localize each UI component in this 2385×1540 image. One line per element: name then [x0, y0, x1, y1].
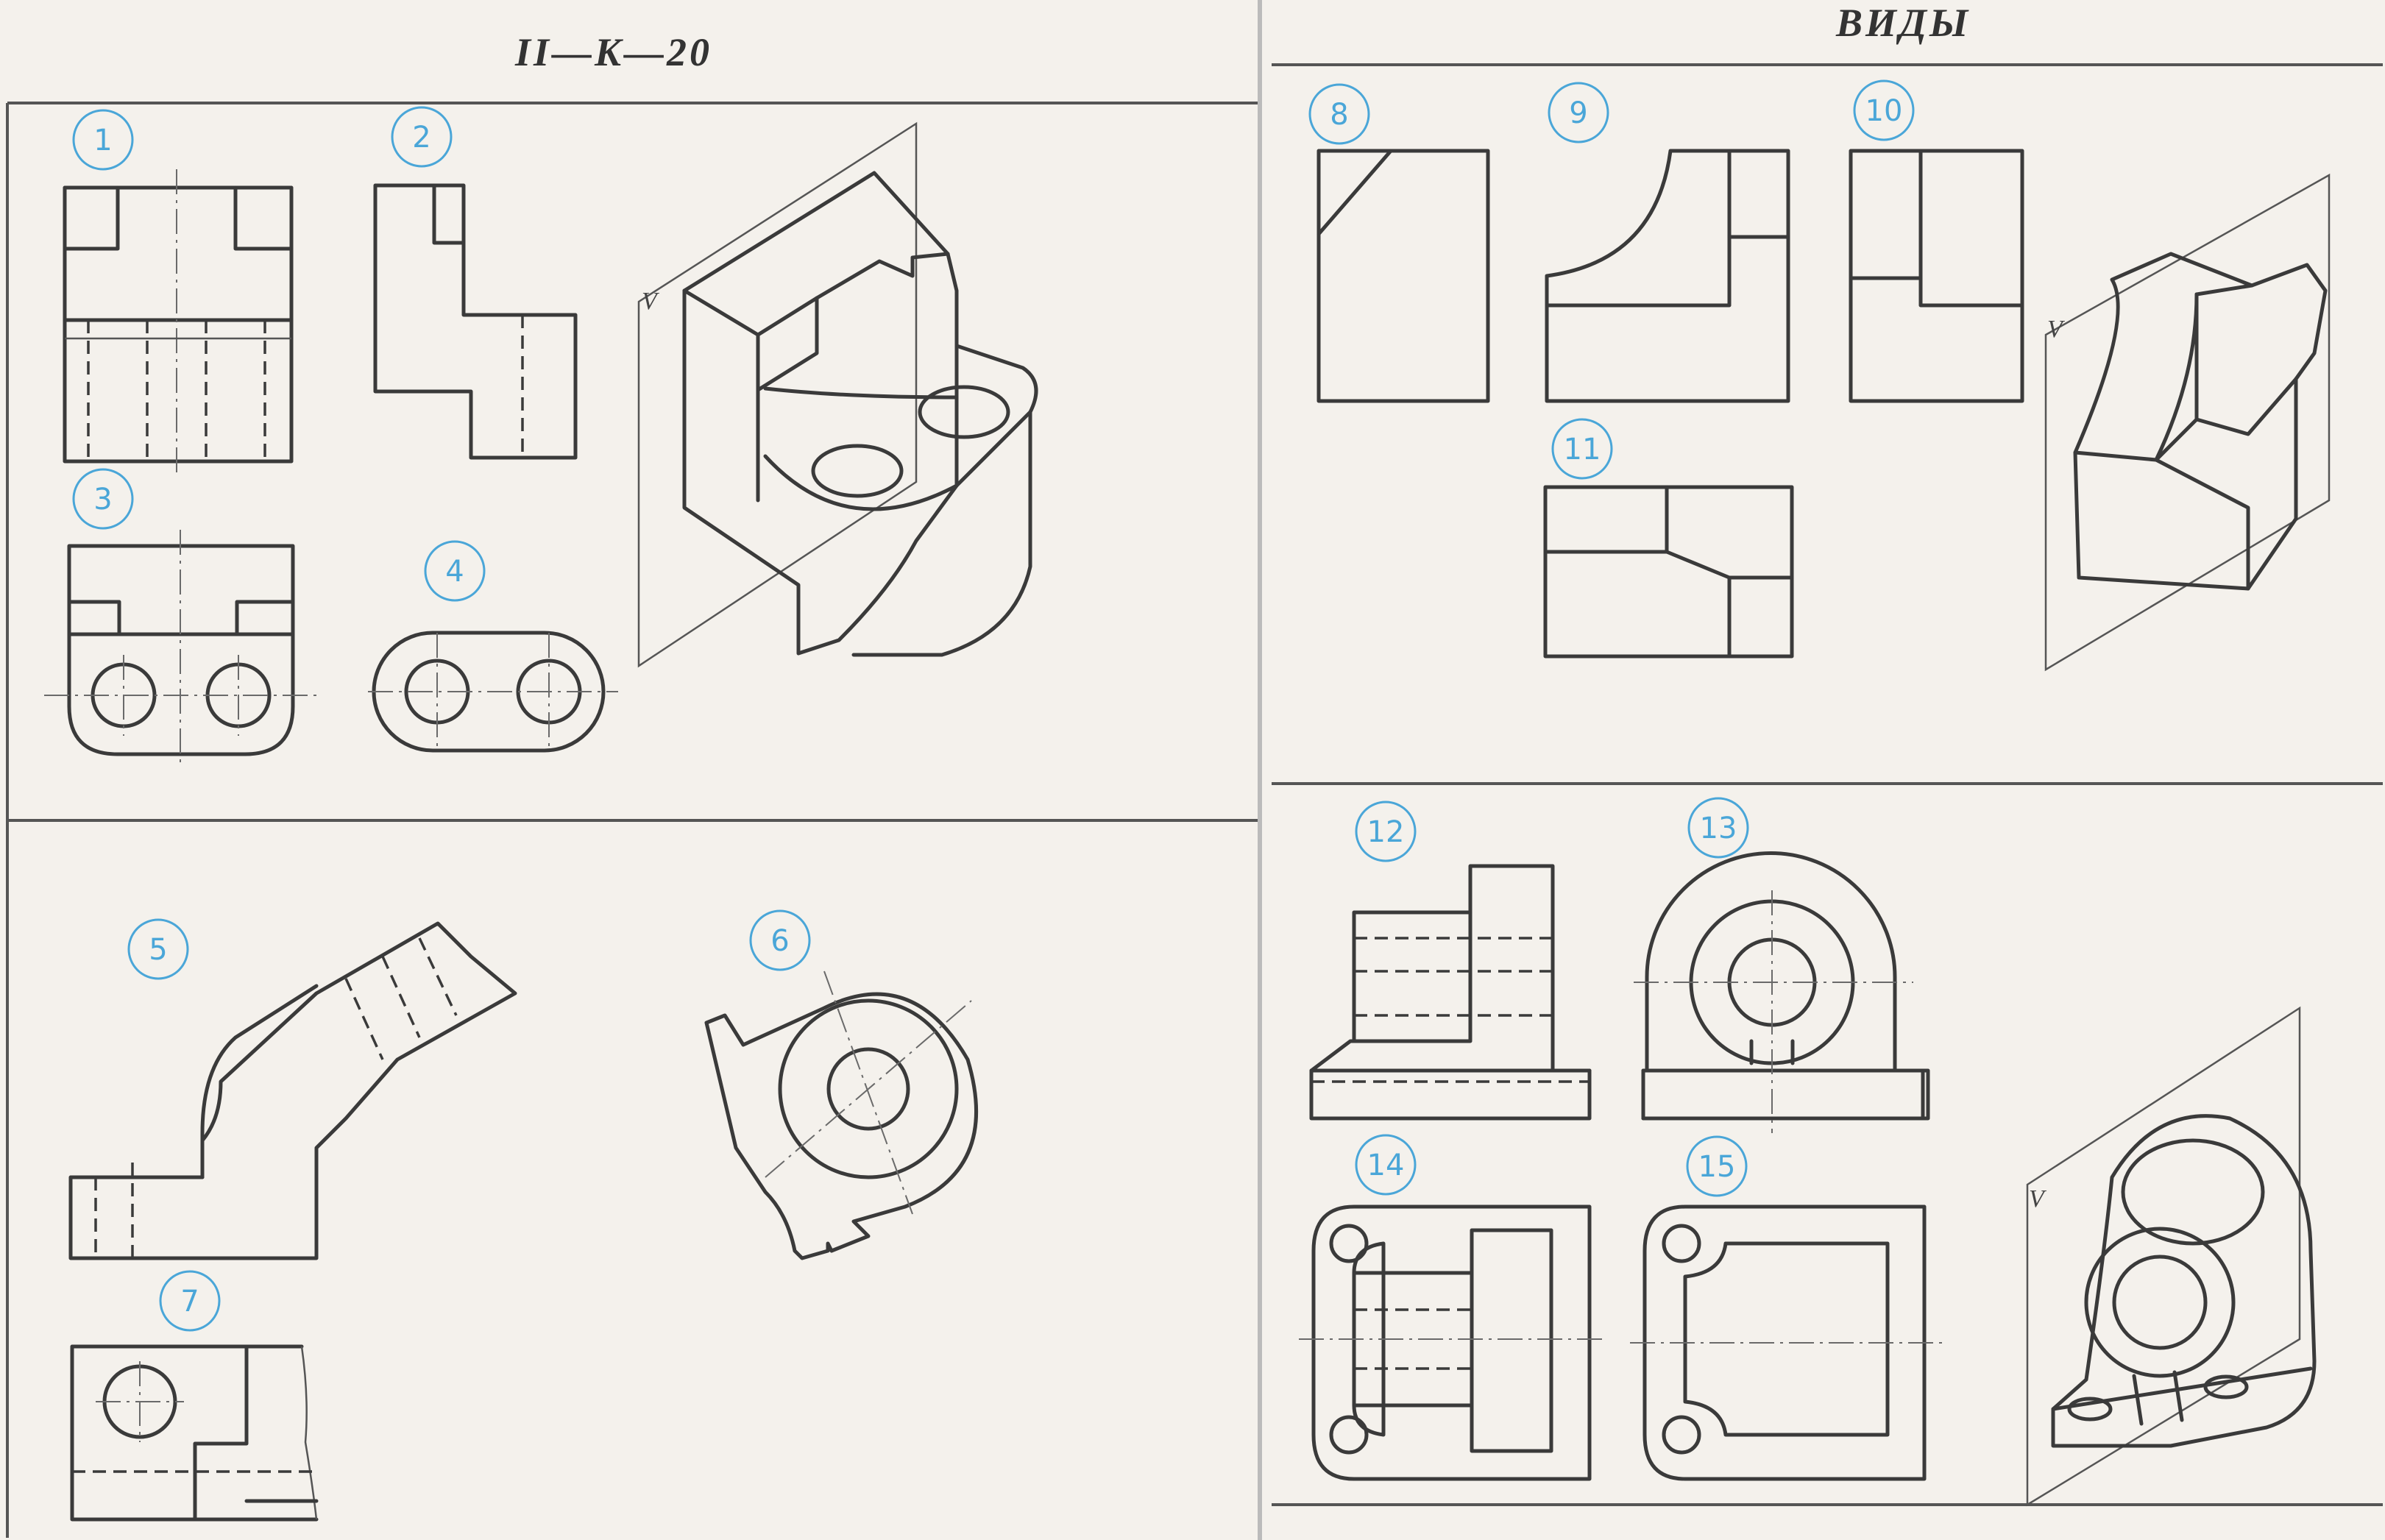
figure-13-view: 13	[1634, 797, 1930, 1133]
figure-1-front-view: 1	[63, 109, 294, 478]
figure-15-view: 15	[1630, 1135, 1943, 1481]
left-page-title: II—K—20	[515, 30, 713, 74]
figure-9-number: 9	[1569, 96, 1587, 130]
figure-7-number: 7	[180, 1285, 199, 1319]
figure-4-slot-plate: 4	[368, 540, 618, 753]
figure-10-view: 10	[1849, 79, 2024, 403]
figure-10-number: 10	[1865, 94, 1903, 128]
figure-12-view: 12	[1309, 801, 1592, 1121]
figure-14-number: 14	[1367, 1149, 1405, 1182]
isometric-part-3: V	[2026, 1006, 2317, 1507]
figure-9-view: 9	[1545, 82, 1790, 403]
figure-6-section: 6	[704, 909, 978, 1260]
plane-label-3: V	[2029, 1185, 2047, 1213]
figure-3-top-view: 3	[44, 468, 316, 765]
figure-4-number: 4	[445, 555, 464, 589]
isometric-part-1: V	[637, 121, 1038, 668]
figure-3-number: 3	[93, 483, 112, 517]
figure-11-view: 11	[1543, 418, 1794, 659]
figure-15-number: 15	[1698, 1150, 1736, 1184]
figure-5-number: 5	[149, 933, 167, 967]
figure-12-number: 12	[1367, 815, 1405, 849]
page-frames	[6, 0, 2383, 1540]
figure-1-number: 1	[93, 124, 112, 157]
figure-11-number: 11	[1564, 433, 1601, 466]
figure-8-number: 8	[1330, 98, 1348, 132]
figure-7-partial-view: 7	[70, 1270, 319, 1522]
figure-6-number: 6	[770, 924, 789, 958]
figure-5-bent-bracket: 5	[68, 918, 517, 1260]
plane-label-2: V	[2047, 316, 2066, 343]
right-page-title: ВИДЫ	[1836, 1, 1971, 45]
figure-13-number: 13	[1700, 812, 1737, 845]
figure-8-view: 8	[1308, 83, 1490, 403]
figure-14-view: 14	[1299, 1134, 1604, 1481]
figure-2-number: 2	[412, 121, 430, 155]
isometric-part-2: V	[2044, 173, 2331, 672]
plane-label-1: V	[642, 288, 660, 315]
figure-2-side-view: 2	[373, 106, 578, 460]
